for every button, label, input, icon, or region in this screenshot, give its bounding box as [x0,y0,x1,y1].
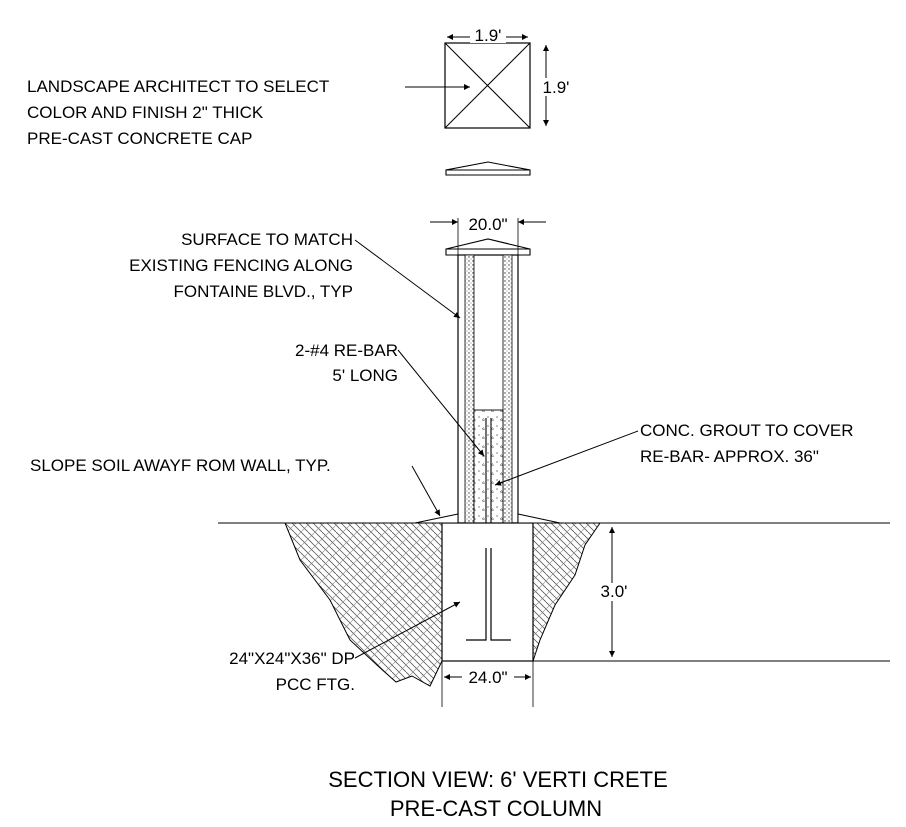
slope-note-leader [411,465,441,517]
title-line-2: PRE-CAST COLUMN [390,796,602,821]
soil-section: 3.0' 24.0" [218,513,890,707]
svg-text:SURFACE TO MATCH: SURFACE TO MATCH [181,230,353,249]
cap-height-label: 1.9' [543,78,570,97]
column: 20.0" [430,215,546,524]
slope-note: SLOPE SOIL AWAYF ROM WALL, TYP. [30,456,441,517]
grout-note: CONC. GROUT TO COVER RE-BAR- APPROX. 36" [494,421,853,486]
cap-plan-view: 1.9' 1.9' [444,26,572,129]
rebar-note: 2-#4 RE-BAR 5' LONG [295,341,485,457]
soil-mound-left [414,513,459,524]
svg-text:LANDSCAPE ARCHITECT TO SELECT: LANDSCAPE ARCHITECT TO SELECT [27,77,329,96]
svg-text:RE-BAR- APPROX. 36": RE-BAR- APPROX. 36" [640,447,819,466]
svg-text:FONTAINE BLVD., TYP: FONTAINE BLVD., TYP [174,282,353,301]
svg-text:2-#4 RE-BAR: 2-#4 RE-BAR [295,341,398,360]
footing-width-label: 24.0" [468,668,507,687]
soil-mound-right [517,513,561,524]
cap-note: LANDSCAPE ARCHITECT TO SELECT COLOR AND … [27,77,470,148]
column-shell-right [502,254,513,524]
svg-text:COLOR AND FINISH 2" THICK: COLOR AND FINISH 2" THICK [27,103,264,122]
grout-fill [473,409,504,524]
title-line-1: SECTION VIEW: 6' VERTI CRETE [328,767,668,792]
surface-note-leader [354,239,461,319]
column-shell-left [464,254,475,524]
footing-note: 24"X24"X36" DP PCC FTG. [229,601,461,694]
column-cap [445,238,531,256]
footing-depth-label: 3.0' [601,582,628,601]
svg-text:CONC. GROUT TO COVER: CONC. GROUT TO COVER [640,421,853,440]
rebar-lower [466,548,511,641]
svg-text:EXISTING FENCING ALONG: EXISTING FENCING ALONG [129,256,353,275]
cap-elevation [445,161,531,176]
rebar-note-leader [397,349,485,457]
svg-text:PRE-CAST CONCRETE CAP: PRE-CAST CONCRETE CAP [27,129,252,148]
cap-width-label: 1.9' [475,26,502,45]
footing-note-leader [354,601,461,659]
grout-note-leader [494,430,639,486]
soil-right [532,522,601,662]
svg-text:PCC FTG.: PCC FTG. [276,675,355,694]
column-width-label: 20.0" [468,215,507,234]
svg-text:5' LONG: 5' LONG [332,366,398,385]
footing [441,522,534,662]
svg-text:SLOPE SOIL AWAYF ROM WALL, TYP: SLOPE SOIL AWAYF ROM WALL, TYP. [30,456,331,475]
svg-text:24"X24"X36" DP: 24"X24"X36" DP [229,649,355,668]
drawing-title: SECTION VIEW: 6' VERTI CRETE PRE-CAST CO… [328,767,668,821]
surface-note: SURFACE TO MATCH EXISTING FENCING ALONG … [129,230,461,319]
